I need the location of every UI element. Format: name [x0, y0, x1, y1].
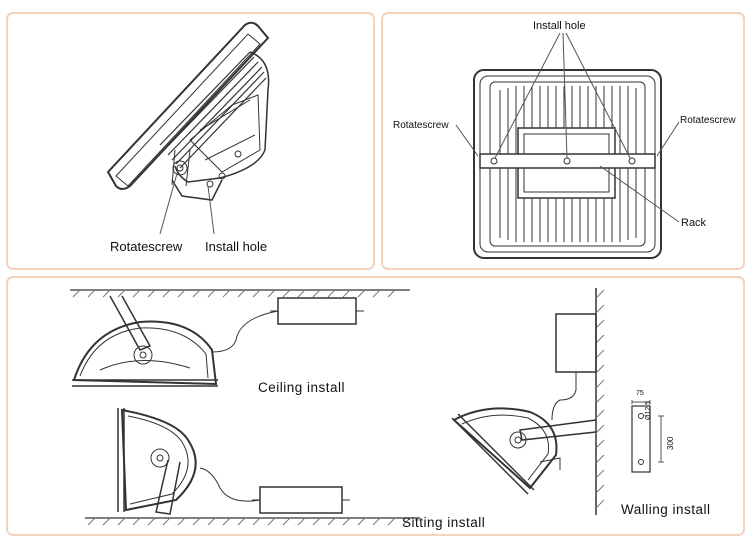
- rotatescrew-right-label: Rotatescrew: [680, 115, 736, 126]
- bracket-dimension-drawing: [631, 400, 664, 473]
- sitting-install-label: Sitting install: [402, 515, 486, 530]
- dim-hole-label: Ø12.5: [645, 400, 652, 420]
- dim-width-label: 75: [636, 390, 644, 397]
- install-hole-label: Install hole: [205, 239, 268, 254]
- dim-height-label: 300: [666, 436, 675, 450]
- ceiling-install-label: Ceiling install: [258, 380, 346, 395]
- back-view-floodlight-drawing: [455, 32, 680, 259]
- sitting-install-drawing: [85, 408, 420, 526]
- rack-label: Rack: [681, 217, 707, 229]
- ceiling-install-drawing: [70, 289, 410, 387]
- rotatescrew-label: Rotatescrew: [110, 239, 183, 254]
- walling-install-drawing: [451, 288, 605, 515]
- walling-install-label: Walling install: [621, 502, 711, 517]
- install-methods-panel: [6, 276, 745, 536]
- install-hole-label: Install hole: [533, 20, 586, 32]
- side-view-floodlight-drawing: [106, 21, 270, 235]
- rotatescrew-left-label: Rotatescrew: [393, 120, 449, 131]
